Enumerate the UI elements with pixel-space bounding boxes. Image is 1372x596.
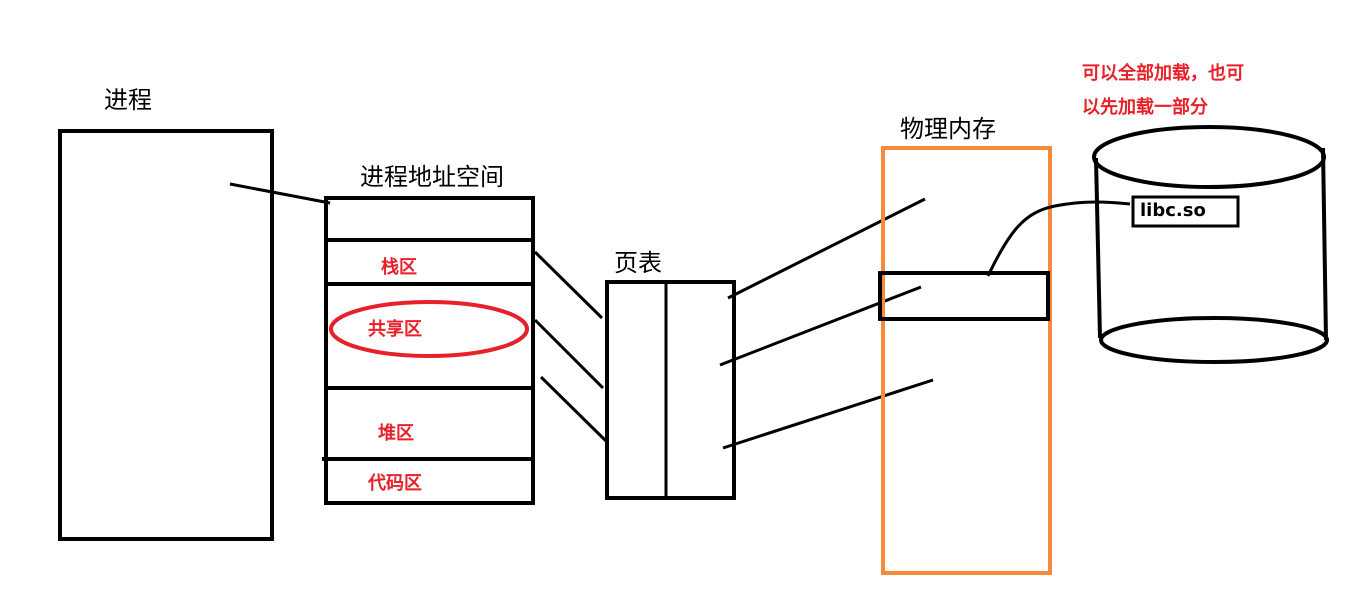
- address-space-box: [324, 196, 535, 505]
- address-space-to-page-table-line: [533, 250, 604, 320]
- shared-region-highlight: [329, 300, 529, 358]
- process-label: 进程: [104, 86, 152, 114]
- address-space-to-page-table-line: [539, 375, 608, 443]
- physical-memory-box: [881, 146, 1052, 575]
- page-table-box: [605, 280, 736, 500]
- stack-region-label: 栈区: [381, 257, 417, 278]
- loaded-library-block: [878, 271, 1050, 321]
- page-table-to-memory-line: [722, 378, 934, 450]
- page-table-to-memory-line: [719, 285, 922, 367]
- load-note-line1: 可以全部加载，也可: [1082, 63, 1244, 84]
- address-space-label: 进程地址空间: [360, 163, 504, 191]
- page-table-to-memory-line: [727, 197, 926, 300]
- disk-top: [1092, 125, 1326, 189]
- disk-right-side: [1321, 147, 1328, 341]
- code-region-label: 代码区: [368, 473, 422, 494]
- load-note-line2: 以先加载一部分: [1082, 97, 1208, 118]
- heap-region-label: 堆区: [378, 423, 414, 444]
- process-to-address-space-line: [229, 182, 331, 205]
- shared-region-label: 共享区: [368, 319, 422, 340]
- page-table-label: 页表: [614, 249, 662, 277]
- library-file-label: libc.so: [1140, 200, 1206, 221]
- address-space-to-page-table-line: [533, 318, 605, 390]
- process-box: [58, 129, 274, 541]
- disk-bottom: [1099, 316, 1329, 364]
- library-file-box: [1131, 195, 1240, 228]
- library-load-curve: [986, 200, 1131, 277]
- disk-left-side: [1094, 157, 1102, 339]
- physical-memory-label: 物理内存: [900, 115, 996, 143]
